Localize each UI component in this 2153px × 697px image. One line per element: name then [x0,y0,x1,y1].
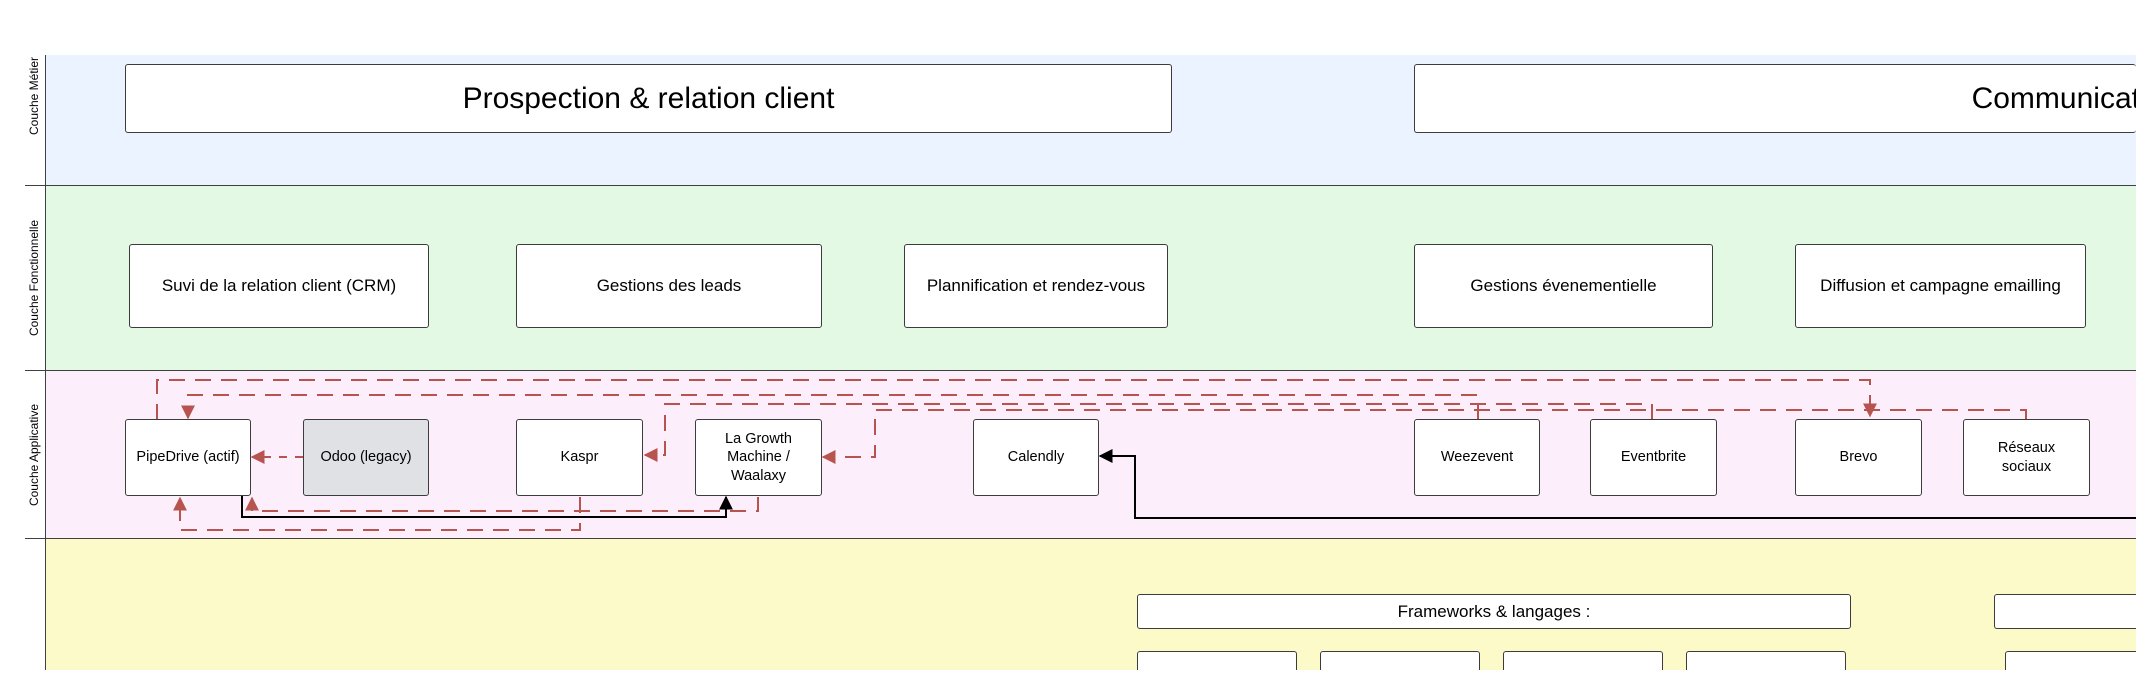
app-eventbrite-label: Eventbrite [1620,449,1687,466]
app-reseaux-sociaux-label: Réseaux sociaux [1997,440,2056,475]
fonction-leads[interactable]: Gestions des leads [516,244,822,328]
fonction-emailing[interactable]: Diffusion et campagne emailling [1795,244,2086,328]
app-eventbrite[interactable]: Eventbrite [1590,419,1717,496]
link-eventbrite-kaspr [643,403,1653,462]
app-lgm[interactable]: La Growth Machine / Waalaxy [695,419,822,496]
layer-divider [25,538,2153,539]
fonction-planning[interactable]: Plannification et rendez-vous [904,244,1168,328]
fonction-emailing-label: Diffusion et campagne emailling [1820,276,2061,295]
app-reseaux-sociaux[interactable]: Réseaux sociaux [1963,419,2090,496]
app-kaspr[interactable]: Kaspr [516,419,643,496]
metier-prospection-label: Prospection & relation client [462,81,835,115]
fonction-crm[interactable]: Suvi de la relation client (CRM) [129,244,429,328]
tech-frameworks-label: Frameworks & langages : [1397,601,1591,621]
link-communication-calendly [1098,449,2140,519]
app-odoo-label: Odoo (legacy) [320,449,412,466]
fonction-events[interactable]: Gestions évenementielle [1414,244,1713,328]
tech-frameworks[interactable]: Frameworks & langages : [1137,594,1851,629]
fonction-leads-label: Gestions des leads [596,276,742,295]
link-weezevent-pipedrive [181,394,1479,420]
layer-divider [25,370,2153,371]
link-pipedrive-lgm [241,495,733,518]
fonction-crm-label: Suvi de la relation client (CRM) [161,276,397,295]
layer-axis [45,55,46,670]
app-kaspr-label: Kaspr [560,449,599,466]
app-weezevent-label: Weezevent [1440,449,1514,466]
app-calendly-label: Calendly [1007,449,1065,466]
fonction-events-label: Gestions évenementielle [1470,276,1657,295]
layer-divider [25,185,2153,186]
app-pipedrive-label: PipeDrive (actif) [136,449,240,466]
metier-communication-label: Communication [1971,81,2153,115]
canvas-edge [2136,0,2153,697]
tech-box-partial[interactable] [1994,594,2144,629]
canvas-bottom-edge [0,670,2153,697]
app-weezevent[interactable]: Weezevent [1414,419,1540,496]
metier-communication[interactable]: Communication [1414,64,2153,133]
link-kaspr-pipedrive [173,496,581,531]
link-lgm-pipedrive [245,496,759,512]
link-reseaux-lgm [821,409,2027,464]
metier-prospection[interactable]: Prospection & relation client [125,64,1172,133]
app-odoo[interactable]: Odoo (legacy) [303,419,429,496]
app-calendly[interactable]: Calendly [973,419,1099,496]
app-pipedrive[interactable]: PipeDrive (actif) [125,419,251,496]
fonction-planning-label: Plannification et rendez-vous [926,276,1146,295]
app-brevo[interactable]: Brevo [1795,419,1922,496]
link-pipedrive-brevo [156,379,1877,420]
app-brevo-label: Brevo [1839,449,1878,466]
app-lgm-label: La Growth Machine / Waalaxy [725,431,792,484]
